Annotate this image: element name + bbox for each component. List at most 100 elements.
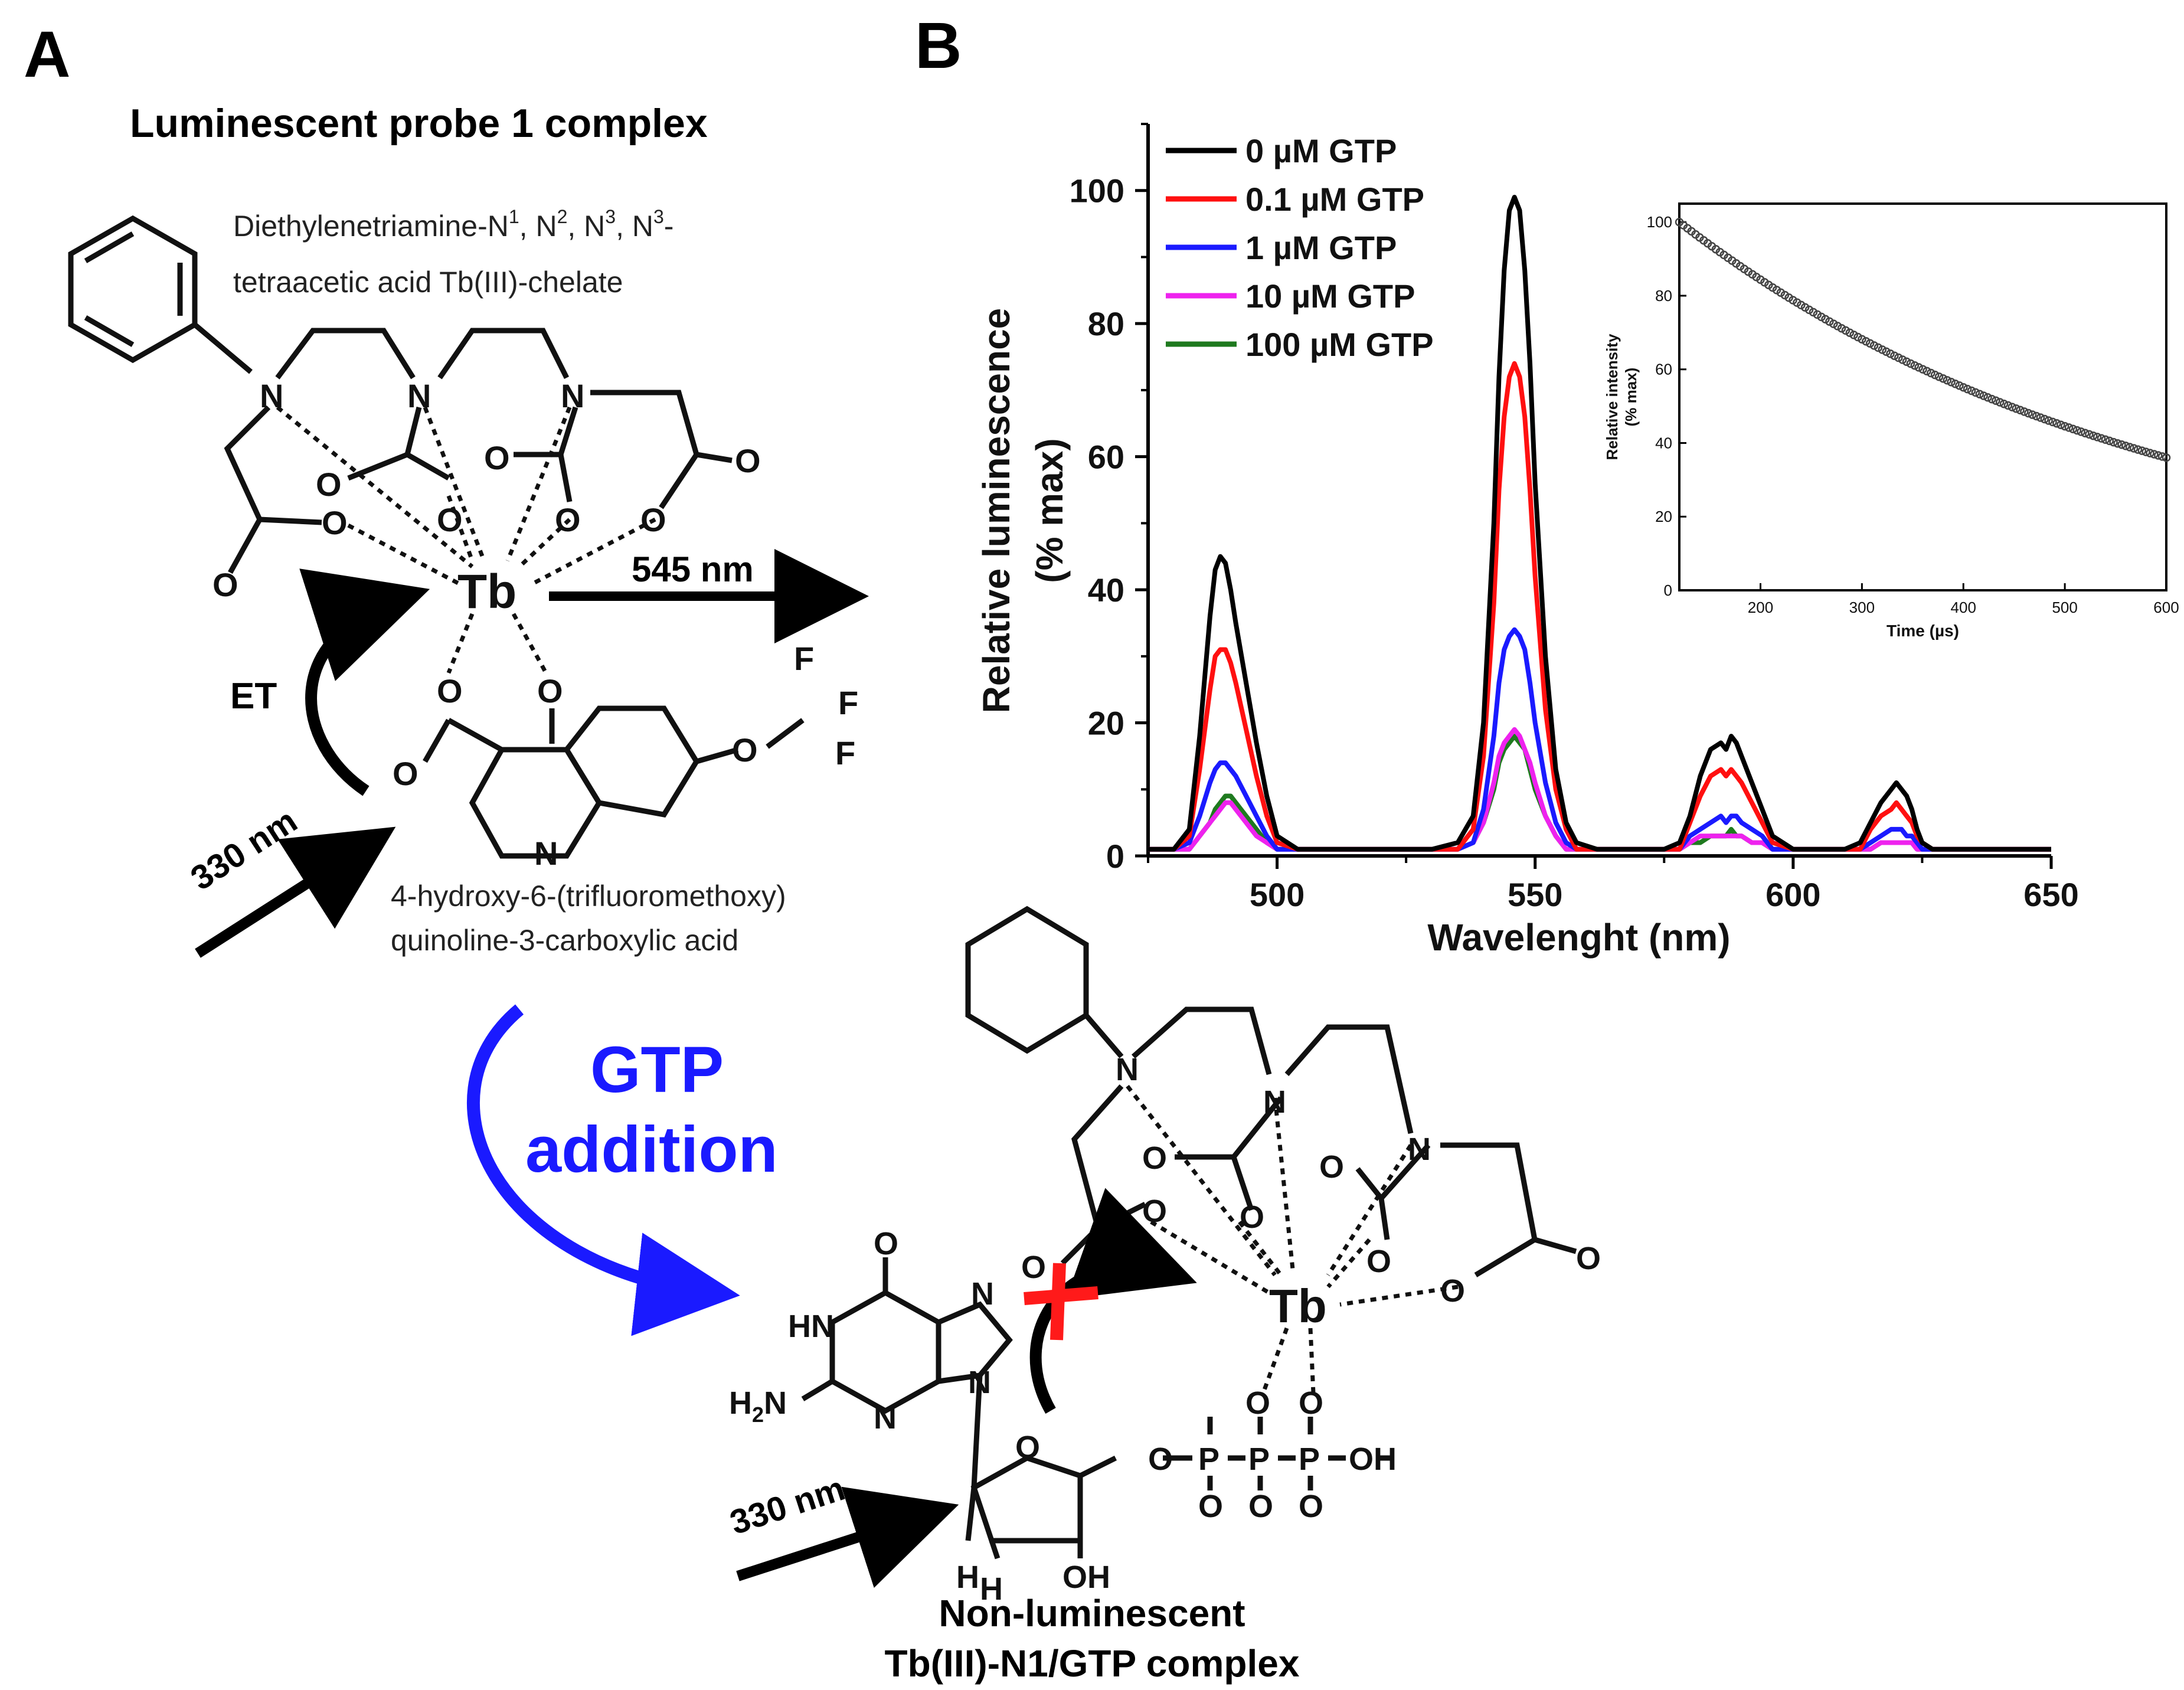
gtp-complex-panel: N N N O O O O O O O O Tb O O O HN H2N N …	[725, 906, 1601, 1685]
decay-point	[2003, 401, 2013, 410]
decay-point	[2113, 439, 2122, 448]
o-atom: O	[1142, 1140, 1167, 1176]
decay-point	[1971, 388, 1980, 397]
acetate-bond	[347, 452, 408, 481]
decay-point	[2125, 443, 2134, 452]
decay-point	[1934, 372, 1944, 381]
chelate-name-line2: tetraacetic acid Tb(III)-chelate	[233, 266, 623, 299]
decay-point	[2068, 424, 2078, 434]
probe-atom-labels: N N N O O O O O O O O Tb O O O O F F F N	[212, 377, 858, 872]
decay-point	[1886, 349, 1895, 358]
guanine-ring-6	[829, 1289, 941, 1414]
n-atom: N	[874, 1400, 897, 1436]
acetate-arm-1	[224, 405, 271, 574]
acetate-bond	[659, 453, 699, 509]
coordination-bond	[1326, 1144, 1413, 1276]
gtp-bond	[1132, 1006, 1272, 1076]
emission-label: 545 nm	[632, 550, 754, 589]
quinoline-bond	[695, 747, 739, 764]
p-atom: P	[1299, 1441, 1320, 1477]
inset-y-axis-title-line1: Relative intensity	[1603, 334, 1621, 460]
o-atom: O	[1576, 1241, 1601, 1276]
decay-point	[2105, 436, 2114, 446]
decay-point	[2150, 450, 2159, 459]
decay-point	[2032, 411, 2041, 421]
o-atom: O	[1299, 1489, 1323, 1524]
decay-point	[1890, 351, 1899, 360]
panel-a-label: A	[24, 18, 70, 91]
decay-point	[2060, 421, 2069, 431]
decay-point	[1979, 391, 1988, 400]
gtp-bond	[1078, 1455, 1117, 1479]
inset-y-axis-title-line2: (% max)	[1622, 368, 1640, 427]
decay-point	[1927, 368, 1935, 378]
gtp-bond	[1096, 1201, 1147, 1231]
gtp-bond	[1355, 1167, 1384, 1200]
o-atom: O	[1198, 1489, 1223, 1524]
quinoline-structure	[423, 705, 805, 859]
o-atom: O	[316, 466, 342, 503]
n-atom: N	[1263, 1084, 1286, 1120]
legend-label-4: 100 µM GTP	[1245, 326, 1434, 363]
o-atom: O	[1299, 1385, 1323, 1421]
terbium-atom: Tb	[457, 565, 516, 619]
decay-point	[2109, 437, 2118, 447]
excitation-label-c: 330 nm	[725, 1469, 849, 1542]
acetate-arm-3	[514, 406, 578, 457]
decay-point	[2097, 434, 2106, 443]
decay-point	[2121, 442, 2130, 450]
decay-point	[2137, 446, 2147, 455]
decay-point	[1983, 393, 1992, 402]
phenyl-bond	[84, 231, 135, 263]
gtp-addition-line2: addition	[525, 1113, 778, 1186]
o-atom: O	[393, 755, 419, 792]
inset-x-axis-title: Time (µs)	[1887, 622, 1959, 640]
x-tick-label: 500	[1250, 876, 1304, 913]
n-atom: N	[1408, 1132, 1431, 1167]
decay-point	[1910, 361, 1920, 370]
decay-point	[2012, 404, 2020, 413]
x-tick-label: 600	[1765, 876, 1820, 913]
gtp-bond	[1060, 1084, 1124, 1266]
excitation-label-a: 330 nm	[184, 802, 304, 898]
f-atom: F	[835, 734, 855, 772]
inset-y-tick-label: 80	[1655, 287, 1672, 305]
decay-point	[1837, 323, 1846, 333]
h2n-group: H2N	[729, 1385, 787, 1427]
n-atom: N	[971, 1276, 994, 1312]
series-line-1	[1148, 361, 2051, 852]
inset-x-tick-label: 400	[1951, 599, 1976, 616]
coordination-bond	[1308, 1328, 1316, 1394]
decay-point	[1858, 335, 1866, 344]
decay-point	[1995, 398, 2005, 407]
inset-y-tick-label: 40	[1655, 434, 1672, 452]
y-tick-label: 60	[1088, 439, 1124, 476]
quinoline-bond	[423, 718, 451, 763]
decay-point	[1874, 343, 1883, 352]
decay-point	[1975, 390, 1984, 398]
decay-point	[1930, 370, 1940, 380]
decay-point	[1894, 353, 1903, 362]
benzo-ring	[563, 705, 700, 818]
decay-point	[2057, 420, 2065, 429]
decay-point	[1853, 332, 1862, 342]
o-atom: O	[1240, 1199, 1264, 1235]
inset-x-tick-label: 600	[2153, 599, 2179, 616]
decay-point	[2052, 419, 2061, 428]
decay-point	[2089, 431, 2098, 440]
decay-point	[1849, 331, 1858, 339]
probe-molecule-structure	[68, 215, 733, 574]
inset-y-tick-label: 0	[1664, 581, 1672, 599]
ethylene-bridge-2	[437, 328, 570, 380]
p-atom: P	[1198, 1441, 1219, 1477]
decay-point	[1906, 359, 1915, 368]
excitation-arrow-a	[195, 826, 396, 958]
o-atom: O	[1148, 1441, 1173, 1477]
phenyl-ring	[68, 215, 198, 364]
panel-a-title: Luminescent probe 1 complex	[130, 101, 708, 146]
decay-point	[2081, 429, 2090, 437]
o-atom: O	[1021, 1250, 1046, 1285]
decay-point	[2133, 445, 2143, 454]
decay-point	[2016, 406, 2025, 415]
